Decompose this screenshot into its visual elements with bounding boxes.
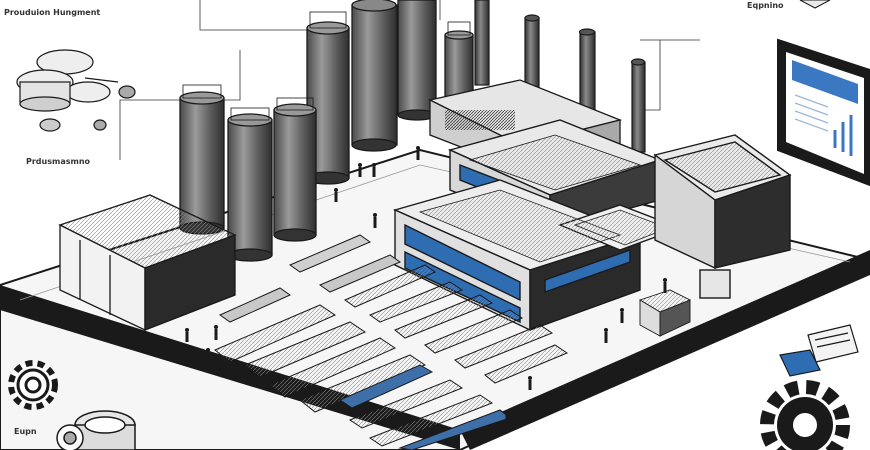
worker-figure [528,376,532,390]
worker-figure [334,188,338,202]
machine-cluster-icon [16,49,136,132]
worker-figure [206,348,210,363]
worker-figure [358,163,362,177]
rooftop-machinery [418,134,670,263]
gear-icon [760,380,850,450]
worker-figure [373,213,377,228]
production-lines [214,234,569,450]
worker-figure [663,278,667,293]
pipe-coil-icon [56,410,136,450]
worker-figure [372,163,376,177]
label-production-line: Prdusmasmno [26,157,91,166]
worker-figure [416,146,420,160]
label-equipment: Eqpnino [747,1,784,10]
top-right-shape [799,0,831,9]
worker-figure [604,328,608,343]
worker-figure [214,325,218,340]
left-shed [58,194,237,332]
smoke-stacks [474,0,646,153]
label-production-management: Prouduion Hungment [4,8,100,17]
document-stack-icon [779,324,859,377]
silo-railings [182,11,471,121]
scaffold-frame [638,289,692,337]
workers [185,146,667,425]
gear-icon [8,360,58,410]
tablet-chart-icon [777,38,870,187]
worker-figure [620,308,624,323]
worker-figure [185,328,189,342]
right-warehouse [653,134,792,299]
worker-figure [505,410,509,425]
label-bottom-left: Eupn [14,427,37,436]
